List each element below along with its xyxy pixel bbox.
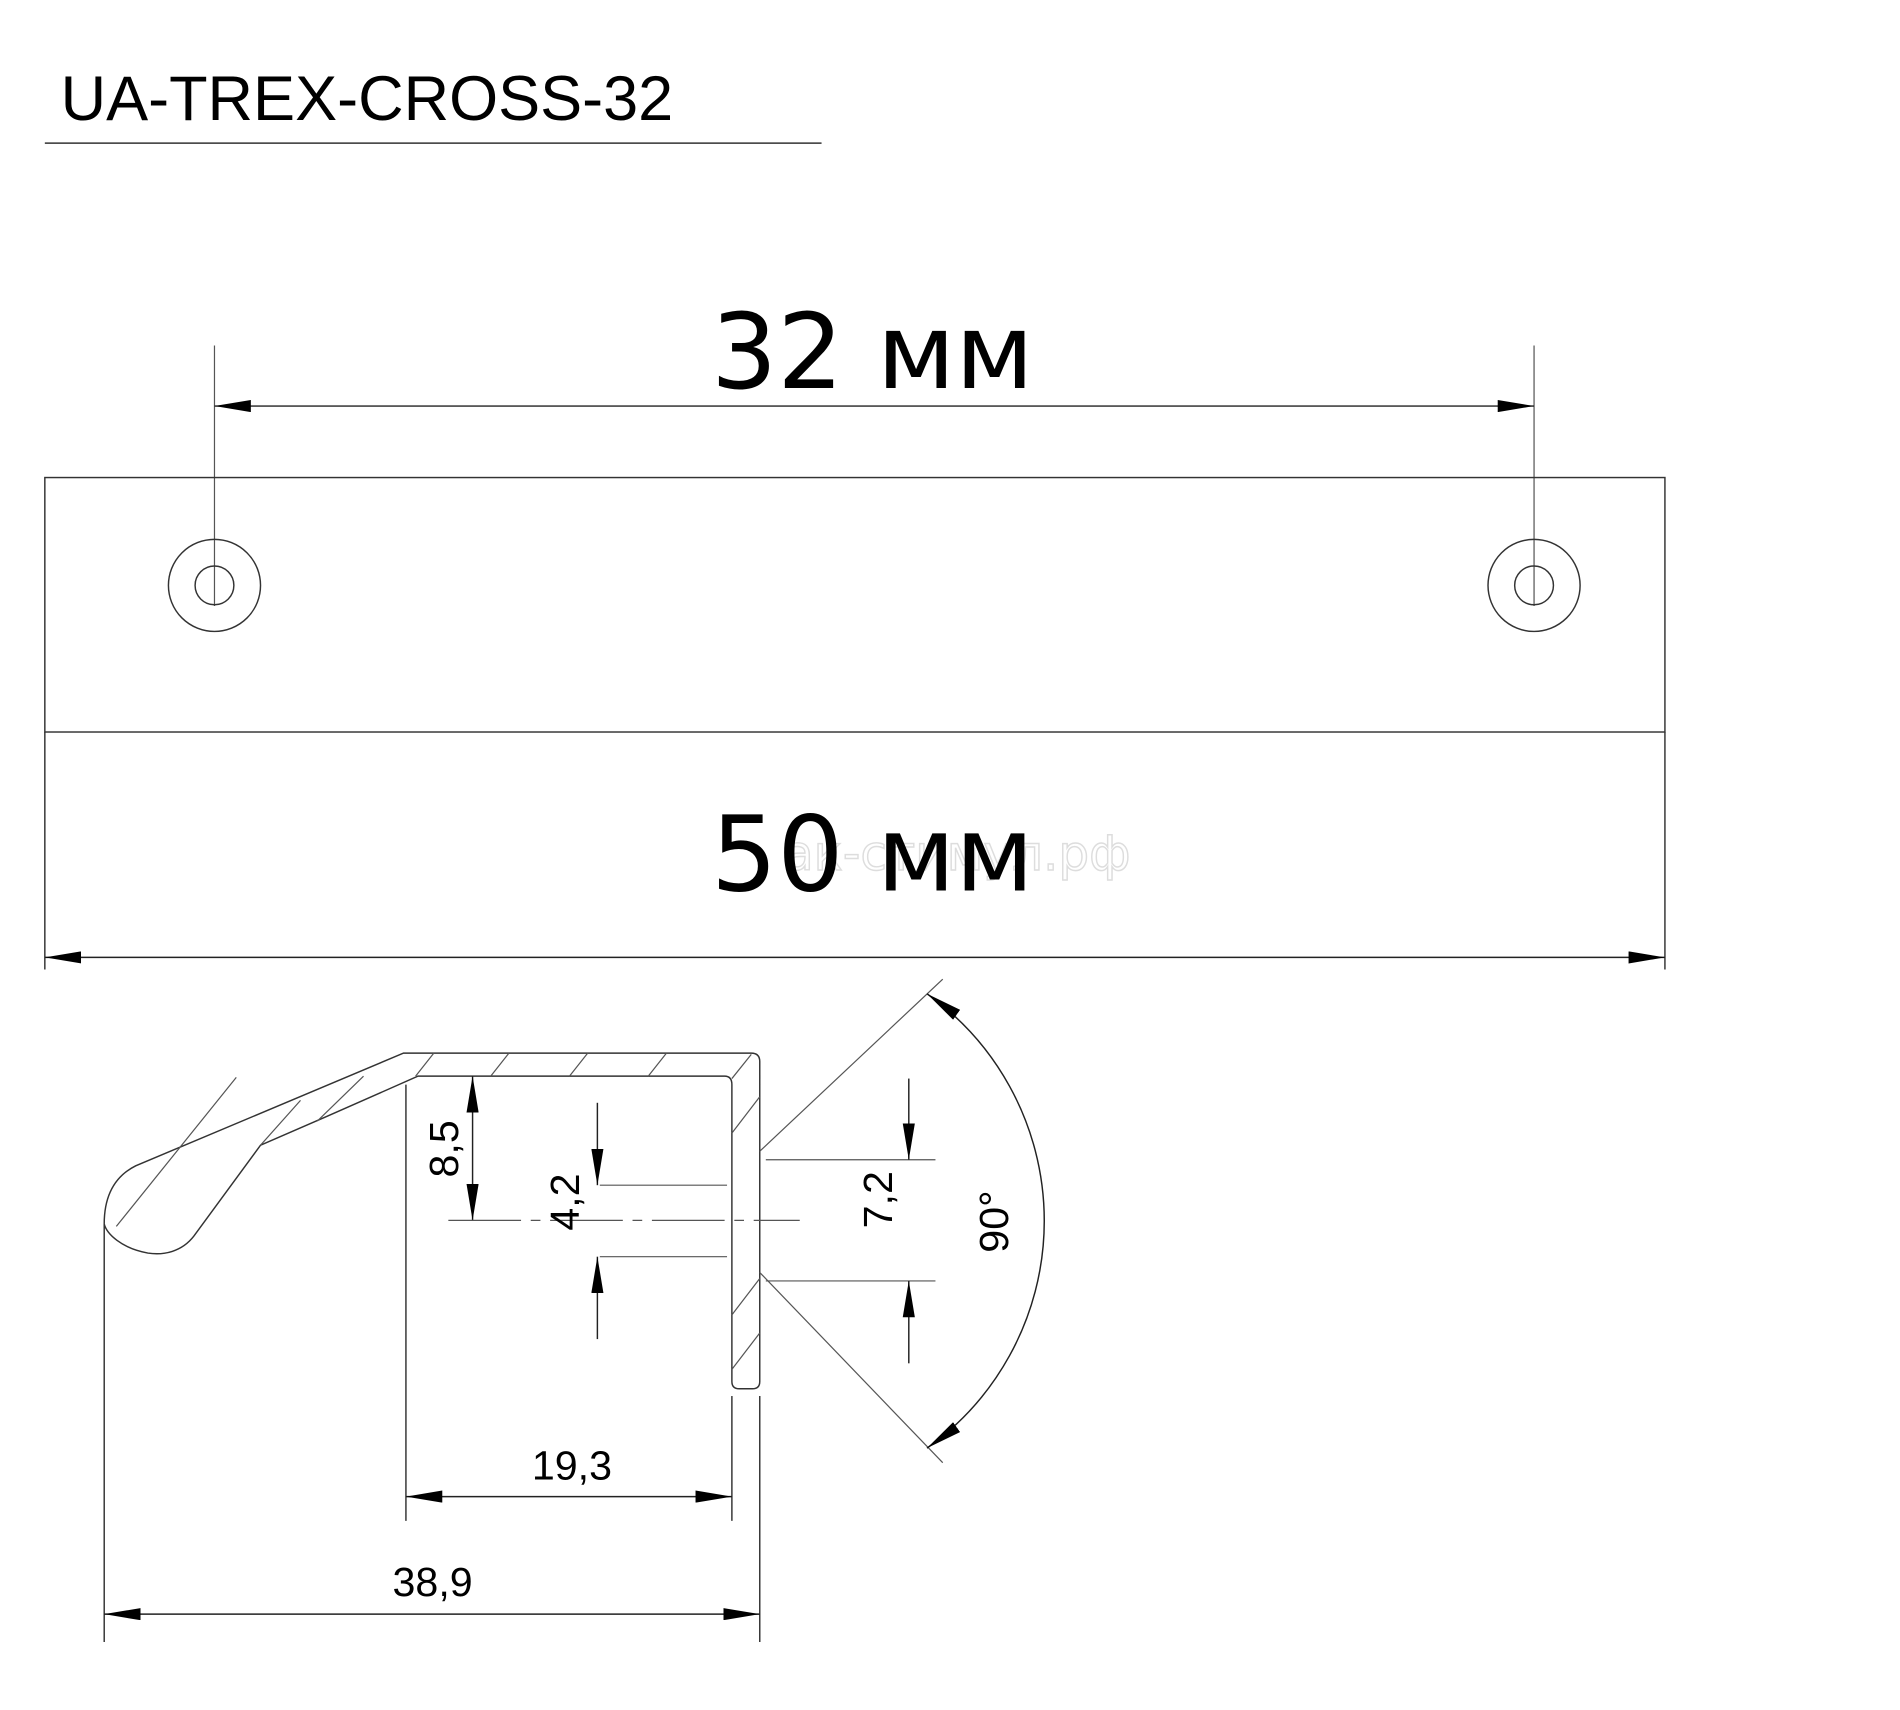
drawing-title: UA-TREX-CROSS-32 <box>61 64 674 134</box>
dim-8-5: 8,5 <box>421 1120 467 1177</box>
top-view: 32 мм ак-стимул.рф 50 мм <box>44 291 1666 970</box>
dim-19-3: 19,3 <box>532 1443 612 1489</box>
dim-7-2: 7,2 <box>855 1171 901 1228</box>
dim-angle-90: 90° <box>971 1190 1017 1252</box>
dim-4-2: 4,2 <box>542 1174 588 1231</box>
mounting-hole-left <box>167 538 262 633</box>
hole-spacing-label: 32 мм <box>711 291 1034 413</box>
watermark: ак-стимул.рф <box>784 826 1131 882</box>
length-label: 50 мм <box>711 794 1034 916</box>
profile-view: 8,5 4,2 7,2 90° 19,3 38,9 <box>103 978 1045 1643</box>
dim-38-9: 38,9 <box>393 1559 473 1605</box>
mounting-hole-right <box>1487 538 1581 633</box>
handle-top-face <box>44 476 1666 733</box>
